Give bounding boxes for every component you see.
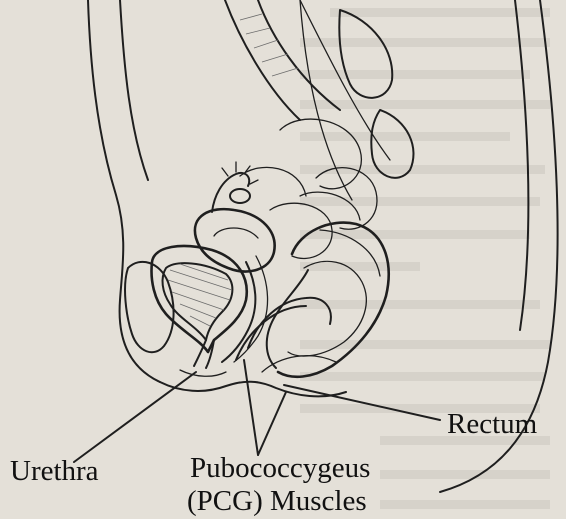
rectum-label: Rectum	[447, 408, 538, 440]
pcg-label-line2: (PCG) Muscles	[187, 485, 367, 517]
urethra-label: Urethra	[10, 455, 99, 487]
pcg-label-line1: Pubococcygeus	[190, 452, 370, 484]
